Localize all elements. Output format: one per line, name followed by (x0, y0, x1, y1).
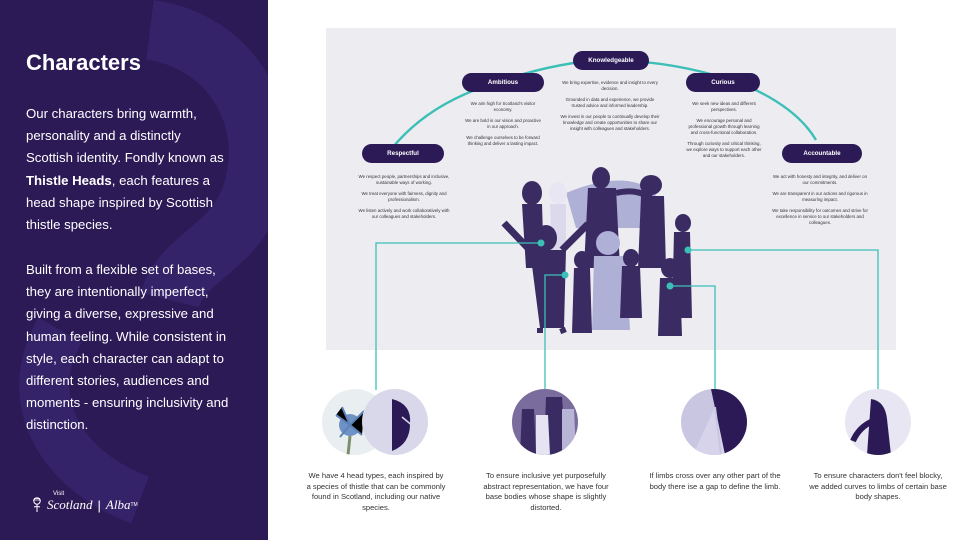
pill-respectful: Respectful (362, 144, 444, 163)
respectful-description: We respect people, partnerships and incl… (358, 174, 450, 219)
thistle-heads-term: Thistle Heads (26, 172, 112, 188)
pill-accountable: Accountable (782, 144, 862, 163)
ambitious-description: We aim high for Scotland's visitor econo… (465, 101, 541, 146)
head-shape-circle (362, 389, 428, 455)
curved-limbs-circle (845, 389, 911, 455)
page-title: Characters (26, 50, 141, 75)
pill-knowledgeable: Knowledgeable (573, 51, 649, 70)
caption-curved-limbs: To ensure characters don't feel blocky, … (809, 471, 947, 502)
pill-ambitious: Ambitious (462, 73, 544, 92)
accountable-description: We act with honesty and integrity, and d… (772, 174, 868, 225)
limb-gap-circle (681, 389, 747, 455)
thistle-logo-icon (33, 497, 41, 512)
values-panel: Respectful Ambitious Knowledgeable Curio… (326, 28, 896, 350)
pill-curious: Curious (686, 73, 760, 92)
intro-paragraph: Our characters bring warmth, personality… (26, 106, 224, 233)
characters-group (501, 167, 692, 336)
caption-base-bodies: To ensure inclusive yet purposefully abs… (483, 471, 609, 512)
caption-head-types: We have 4 head types, each inspired by a… (306, 471, 446, 512)
thistle-watermark (19, 0, 268, 524)
sidebar: Characters Our characters bring warmth, … (0, 0, 268, 540)
bases-paragraph: Built from a flexible set of bases, they… (26, 262, 229, 433)
caption-limb-gap: If limbs cross over any other part of th… (649, 471, 781, 491)
curious-description: We seek new ideas and different perspect… (686, 101, 762, 158)
knowledgeable-description: We bring expertise, evidence and insight… (560, 80, 660, 131)
base-bodies-circle (512, 389, 578, 455)
